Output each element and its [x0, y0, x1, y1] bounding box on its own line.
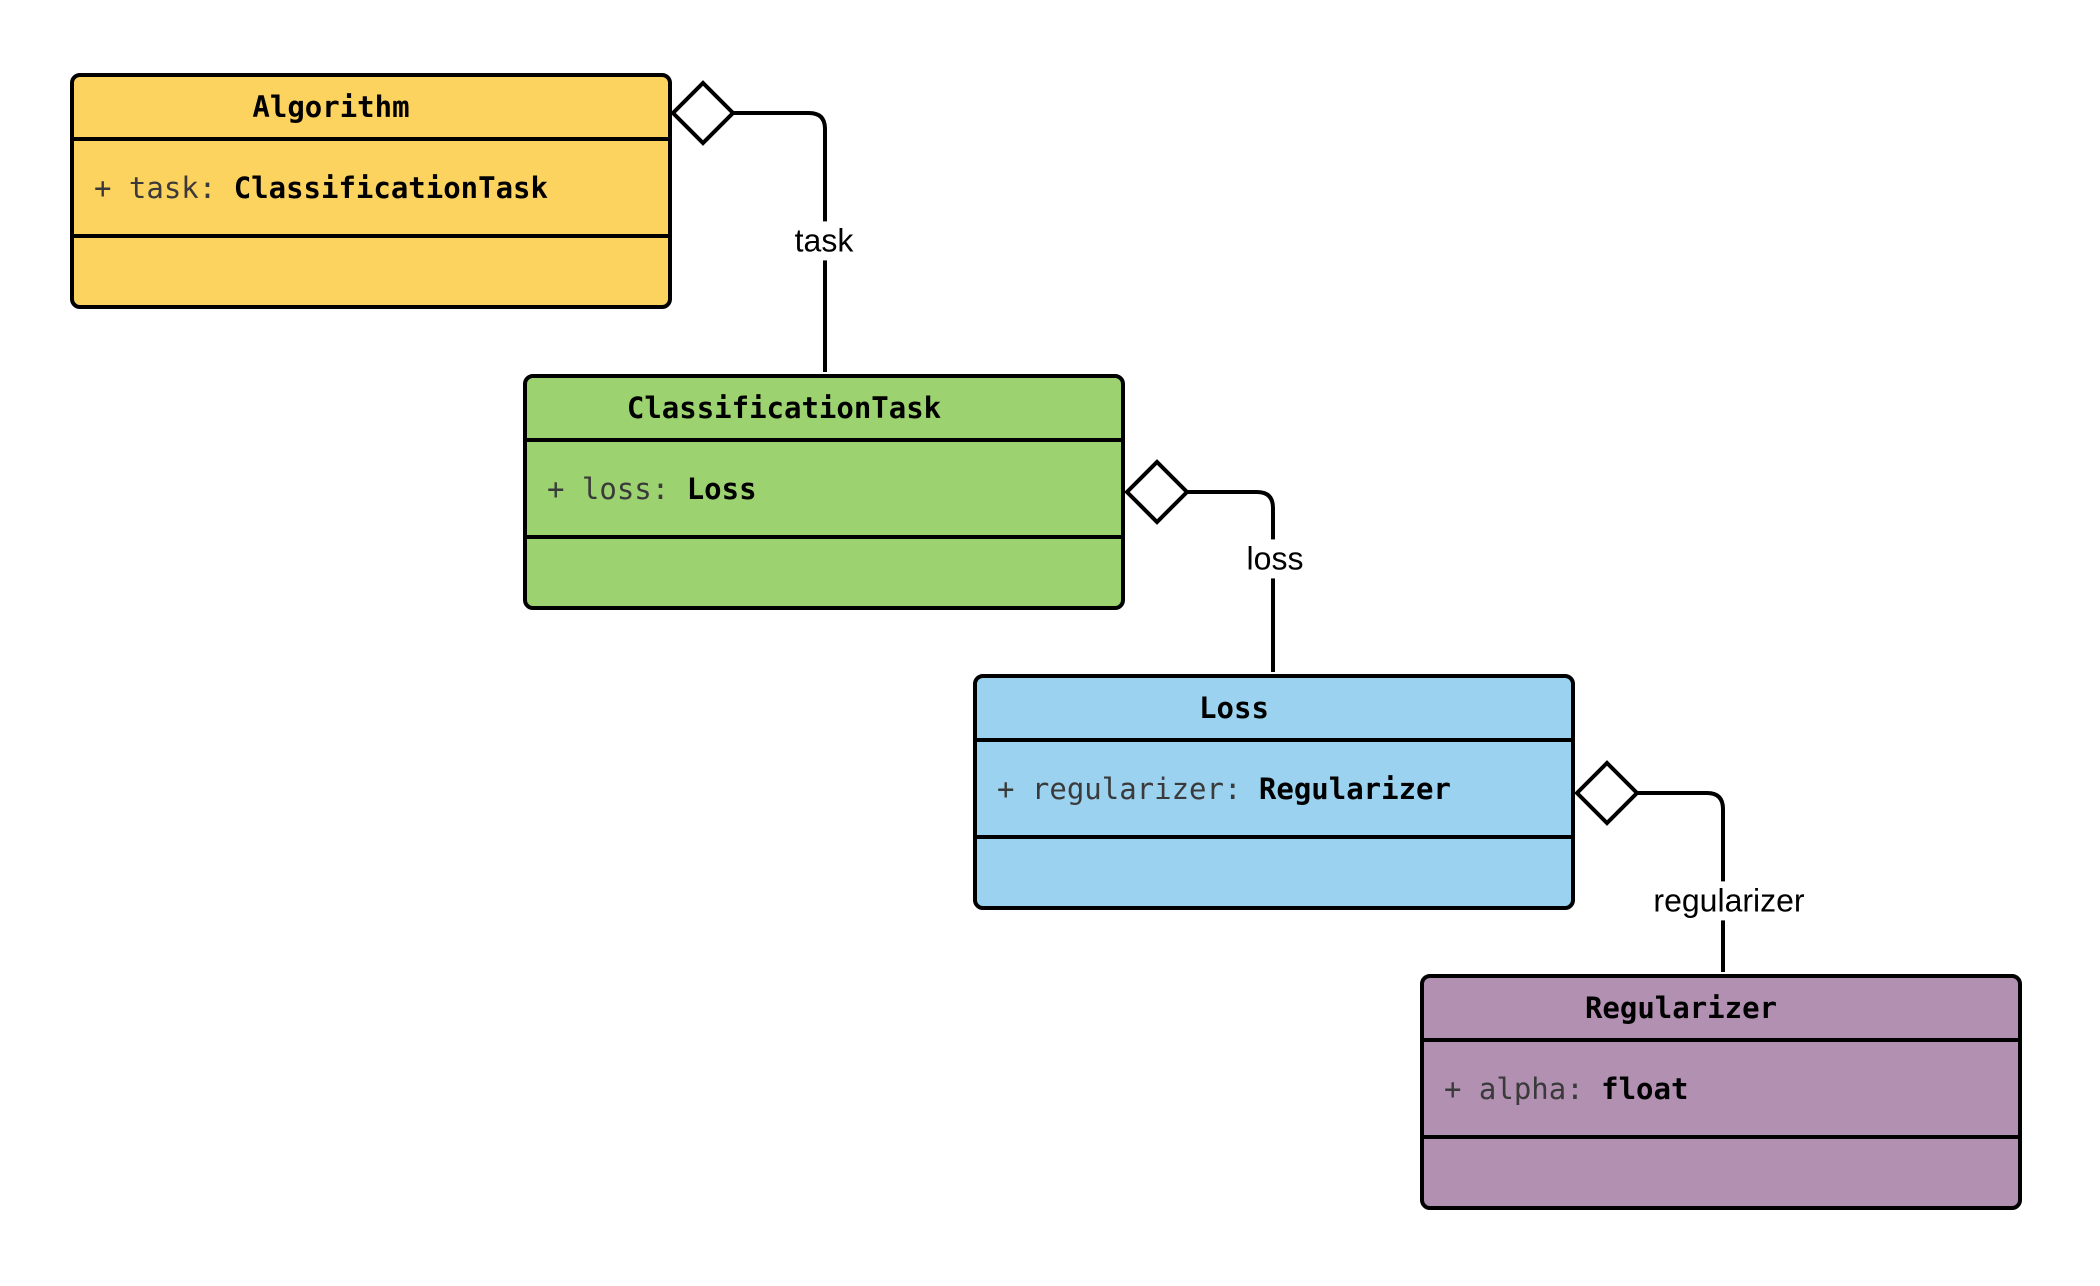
aggregation-diamond-icon	[1574, 760, 1640, 826]
attribute-type: ClassificationTask	[233, 170, 548, 205]
class-methods-empty	[977, 839, 1571, 906]
class-title: Regularizer	[1424, 978, 2018, 1042]
edge-label-loss: loss	[1238, 539, 1312, 579]
class-title: ClassificationTask	[527, 378, 1121, 442]
class-node-loss: Loss + regularizer: Regularizer	[973, 674, 1575, 910]
class-attribute-row: + loss: Loss	[527, 442, 1121, 539]
class-title: Loss	[977, 678, 1571, 742]
class-title: Algorithm	[74, 77, 668, 141]
aggregation-edge-loss	[1187, 490, 1275, 672]
aggregation-diamond-icon	[1124, 459, 1190, 525]
class-attribute-row: + alpha: float	[1424, 1042, 2018, 1139]
class-methods-empty	[1424, 1139, 2018, 1206]
aggregation-diamond-icon	[670, 80, 736, 146]
attribute-type: Regularizer	[1258, 771, 1451, 806]
attribute-name: + loss:	[547, 471, 687, 506]
attribute-type: float	[1601, 1071, 1689, 1106]
class-attribute-row: + regularizer: Regularizer	[977, 742, 1571, 839]
attribute-name: + alpha:	[1444, 1071, 1602, 1106]
class-methods-empty	[527, 539, 1121, 606]
attribute-name: + task:	[94, 170, 234, 205]
class-methods-empty	[74, 238, 668, 305]
edge-label-task: task	[786, 221, 862, 261]
class-node-algorithm: Algorithm + task: ClassificationTask	[70, 73, 672, 309]
attribute-name: + regularizer:	[997, 771, 1259, 806]
edge-label-regularizer: regularizer	[1645, 881, 1813, 921]
attribute-type: Loss	[686, 471, 757, 506]
class-node-classificationtask: ClassificationTask + loss: Loss	[523, 374, 1125, 610]
class-attribute-row: + task: ClassificationTask	[74, 141, 668, 238]
class-node-regularizer: Regularizer + alpha: float	[1420, 974, 2022, 1210]
